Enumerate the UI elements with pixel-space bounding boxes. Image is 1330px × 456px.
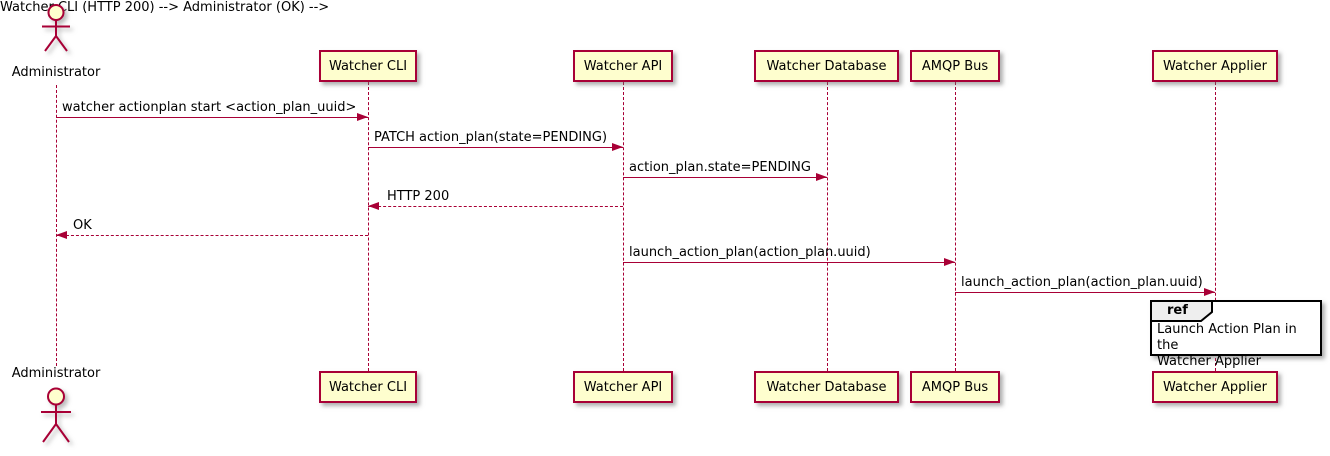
participant-label: Watcher Database xyxy=(766,379,887,395)
actor-administrator-top xyxy=(26,3,86,59)
lifeline-watcher-applier xyxy=(1215,82,1216,371)
lifeline-watcher-cli xyxy=(368,82,369,371)
message-5-arrowhead-icon xyxy=(56,231,67,239)
lifeline-amqp-bus xyxy=(955,82,956,371)
participant-amqp-bus-bottom: AMQP Bus xyxy=(910,371,1000,403)
message-6-arrowhead-icon xyxy=(944,258,955,266)
participant-watcher-database-top: Watcher Database xyxy=(754,50,899,82)
actor-administrator-bottom xyxy=(26,385,86,456)
participant-label: AMQP Bus xyxy=(921,58,989,74)
message-1-line xyxy=(56,117,368,118)
participant-watcher-cli-top: Watcher CLI xyxy=(319,50,417,82)
ref-fragment: ref Launch Action Plan in the Watcher Ap… xyxy=(1150,300,1322,369)
ref-keyword: ref xyxy=(1167,303,1188,318)
participant-label: Watcher API xyxy=(583,58,663,74)
lifeline-administrator xyxy=(56,85,57,366)
message-7-arrowhead-icon xyxy=(1204,288,1215,296)
participant-amqp-bus-top: AMQP Bus xyxy=(910,50,1000,82)
participant-label: Watcher Database xyxy=(766,58,887,74)
actor-stick-figure-icon xyxy=(42,4,70,52)
participant-watcher-api-top: Watcher API xyxy=(573,50,673,82)
ref-body: Launch Action Plan in the Watcher Applie… xyxy=(1152,322,1320,370)
actor-stick-figure-icon xyxy=(41,387,71,443)
message-4-arrowhead-icon xyxy=(368,202,379,210)
message-2-label: PATCH action_plan(state=PENDING) xyxy=(374,130,608,145)
message-2-arrowhead-icon xyxy=(612,143,623,151)
message-1-label: watcher actionplan start <action_plan_uu… xyxy=(62,100,357,115)
participant-label: Watcher CLI xyxy=(328,379,408,395)
message-3-arrowhead-icon xyxy=(816,173,827,181)
participant-watcher-api-bottom: Watcher API xyxy=(573,371,673,403)
message-5-label: OK xyxy=(73,218,92,233)
message-3-line xyxy=(623,177,827,178)
participant-label: AMQP Bus xyxy=(921,379,989,395)
ref-text-line-2: Watcher Applier xyxy=(1157,354,1261,369)
participant-label: Watcher CLI xyxy=(328,58,408,74)
lifeline-watcher-api xyxy=(623,82,624,371)
actor-label-bottom: Administrator xyxy=(11,366,101,381)
ref-text-line-1: Launch Action Plan in the xyxy=(1157,322,1297,353)
participant-label: Watcher Applier xyxy=(1163,58,1267,74)
participant-watcher-database-bottom: Watcher Database xyxy=(754,371,899,403)
message-3-label: action_plan.state=PENDING xyxy=(629,160,811,175)
message-5-line xyxy=(56,235,368,236)
message-1-arrowhead-icon xyxy=(357,113,368,121)
participant-label: Watcher API xyxy=(583,379,663,395)
ref-tab-shape xyxy=(1150,300,1213,322)
message-4-label: HTTP 200 xyxy=(387,189,450,204)
message-6-label: launch_action_plan(action_plan.uuid) xyxy=(629,245,871,260)
message-4-line xyxy=(368,206,623,207)
participant-label: Watcher Applier xyxy=(1163,379,1267,395)
lifeline-watcher-database xyxy=(827,82,828,371)
participant-watcher-cli-bottom: Watcher CLI xyxy=(319,371,417,403)
message-7-line xyxy=(955,292,1215,293)
actor-label-top: Administrator xyxy=(11,65,101,80)
message-2-line xyxy=(368,147,623,148)
message-6-line xyxy=(623,262,955,263)
participant-watcher-applier-top: Watcher Applier xyxy=(1152,50,1278,82)
message-7-label: launch_action_plan(action_plan.uuid) xyxy=(961,275,1203,290)
participant-watcher-applier-bottom: Watcher Applier xyxy=(1152,371,1278,403)
